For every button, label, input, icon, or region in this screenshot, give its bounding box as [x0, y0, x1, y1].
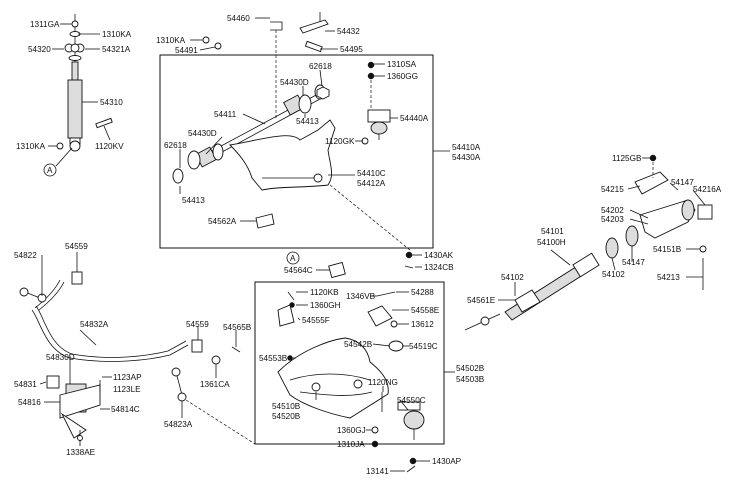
- label-54823A: 54823A: [164, 420, 193, 429]
- label-1125GB: 1125GB: [612, 154, 642, 163]
- label-54202: 54202: [601, 206, 624, 215]
- label-1361CA: 1361CA: [200, 380, 230, 389]
- label-54559-mid: 54559: [186, 320, 209, 329]
- label-54562A: 54562A: [208, 217, 237, 226]
- label-54413-bot: 54413: [182, 196, 205, 205]
- label-1346VB: 1346VB: [346, 292, 376, 301]
- label-54432: 54432: [337, 27, 360, 36]
- label-1120KV: 1120KV: [95, 142, 124, 151]
- label-54559-top: 54559: [65, 242, 88, 251]
- label-1310KA-mid: 1310KA: [156, 36, 186, 45]
- label-54814C: 54814C: [111, 405, 140, 414]
- stabilizer-bar-assembly: [19, 271, 241, 442]
- label-1360GH: 1360GH: [310, 301, 341, 310]
- label-54410C: 54410C: [357, 169, 386, 178]
- torsion-bar-assembly: [464, 154, 713, 331]
- label-54430D-mid: 54430D: [188, 129, 217, 138]
- label-54102-a: 54102: [501, 273, 524, 282]
- label-54491: 54491: [175, 46, 198, 55]
- label-54147-bot: 54147: [622, 258, 645, 267]
- label-54413-top: 54413: [296, 117, 319, 126]
- label-54321A: 54321A: [102, 45, 131, 54]
- label-1120GK: 1120GK: [325, 137, 355, 146]
- label-54460: 54460: [227, 14, 250, 23]
- label-54430A: 54430A: [452, 153, 481, 162]
- label-54320: 54320: [28, 45, 51, 54]
- label-13612: 13612: [411, 320, 434, 329]
- label-54147-top: 54147: [671, 178, 694, 187]
- label-54564C: 54564C: [284, 266, 313, 275]
- label-62618-left: 62618: [164, 141, 187, 150]
- shock-absorber-assembly: [56, 14, 113, 152]
- label-1120KB: 1120KB: [310, 288, 339, 297]
- label-54203: 54203: [601, 215, 624, 224]
- leader-lines: [39, 17, 706, 472]
- label-54102-b: 54102: [602, 270, 625, 279]
- upper-arm-group-box: [159, 54, 434, 249]
- label-1123AP: 1123AP: [113, 373, 142, 382]
- label-54502B: 54502B: [456, 364, 485, 373]
- callout-circle-a-left: A: [43, 163, 57, 177]
- label-62618-top: 62618: [309, 62, 332, 71]
- lower-arm-assembly: [277, 261, 425, 473]
- label-54216A: 54216A: [693, 185, 722, 194]
- upper-arm-assembly: [172, 12, 411, 251]
- label-54822: 54822: [14, 251, 37, 260]
- label-1310KA-left: 1310KA: [16, 142, 46, 151]
- label-54816: 54816: [18, 398, 41, 407]
- label-54831: 54831: [14, 380, 37, 389]
- label-54503B: 54503B: [456, 375, 485, 384]
- label-54151B: 54151B: [653, 245, 682, 254]
- label-54542B: 54542B: [344, 340, 373, 349]
- callout-letter: A: [290, 254, 296, 263]
- label-1123LE: 1123LE: [113, 385, 141, 394]
- label-13141: 13141: [366, 467, 389, 476]
- label-1430AP: 1430AP: [432, 457, 462, 466]
- lower-arm-group-box: [254, 281, 445, 445]
- label-1310SA: 1310SA: [387, 60, 417, 69]
- label-54440A: 54440A: [400, 114, 429, 123]
- label-54412A: 54412A: [357, 179, 386, 188]
- label-1311GA: 1311GA: [30, 20, 60, 29]
- label-54101: 54101: [541, 227, 564, 236]
- label-1338AE: 1338AE: [66, 448, 96, 457]
- label-54410A: 54410A: [452, 143, 481, 152]
- label-54510B: 54510B: [272, 402, 301, 411]
- label-54411: 54411: [214, 110, 237, 119]
- label-54832A: 54832A: [80, 320, 109, 329]
- label-54553B: 54553B: [259, 354, 288, 363]
- callout-circle-a-mid: A: [286, 251, 300, 265]
- label-54550C: 54550C: [397, 396, 426, 405]
- label-54558E: 54558E: [411, 306, 440, 315]
- label-54213: 54213: [657, 273, 680, 282]
- label-1120NG: 1120NG: [368, 378, 398, 387]
- label-1430AK: 1430AK: [424, 251, 454, 260]
- label-1360GJ: 1360GJ: [337, 426, 366, 435]
- label-1324CB: 1324CB: [424, 263, 454, 272]
- label-54430D-top: 54430D: [280, 78, 309, 87]
- label-54565B: 54565B: [223, 323, 252, 332]
- label-54520B: 54520B: [272, 412, 301, 421]
- callout-letter: A: [47, 166, 53, 175]
- label-54100H: 54100H: [537, 238, 566, 247]
- label-54310: 54310: [100, 98, 123, 107]
- label-1310KA-top: 1310KA: [102, 30, 132, 39]
- label-54561E: 54561E: [467, 296, 496, 305]
- label-54830D: 54830D: [46, 353, 75, 362]
- label-1360GG: 1360GG: [387, 72, 418, 81]
- label-54288: 54288: [411, 288, 434, 297]
- label-54519C: 54519C: [409, 342, 438, 351]
- label-54215: 54215: [601, 185, 624, 194]
- label-54495: 54495: [340, 45, 363, 54]
- label-54555F: 54555F: [302, 316, 330, 325]
- part-labels: 1311GA 1310KA 54320 54321A 54310 1310KA …: [14, 14, 722, 476]
- label-1310JA: 1310JA: [337, 440, 365, 449]
